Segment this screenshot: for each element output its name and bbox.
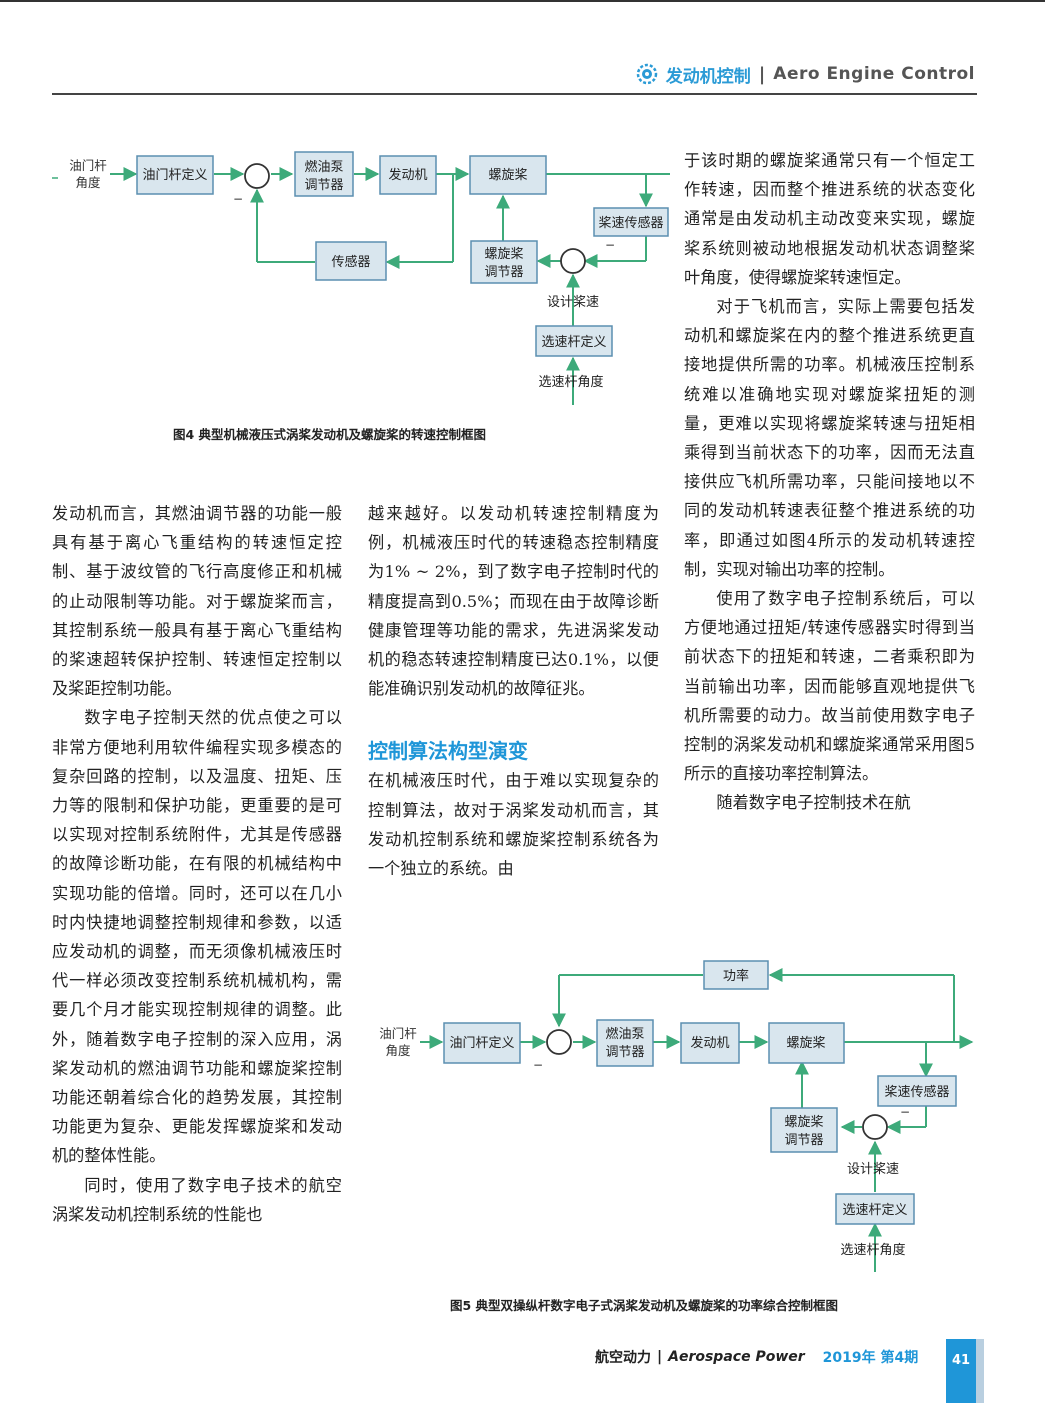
right-para-4: 随着数字电子控制技术在航: [716, 793, 911, 813]
f4-input-label-1: 油门杆: [69, 158, 107, 173]
middle-column-text: 越来越好。以发动机转速控制精度为例，机械液压时代的转速稳态控制精度为1% ~ 2…: [368, 499, 659, 883]
f4-prop-reg-label-1: 螺旋桨: [484, 246, 523, 262]
f4-speed-lever-angle-label: 选速杆角度: [538, 374, 603, 390]
figure5-caption: 图5 典型双操纵杆数字电子式涡桨发动机及螺旋桨的功率综合控制框图: [450, 1298, 839, 1313]
f5-prop-speed-sensor-box: [877, 1075, 957, 1107]
running-header: 发动机控制 | Aero Engine Control: [636, 62, 975, 87]
header-section-en: Aero Engine Control: [773, 64, 975, 84]
f4-sum-junction-1: [244, 163, 270, 189]
f5-minus-sign-1: −: [533, 1058, 543, 1072]
f4-throttle-def-box: [136, 155, 214, 195]
f4-minus-sign-1: −: [233, 192, 243, 206]
footer-separator: |: [657, 1349, 663, 1365]
page-number: 41: [946, 1339, 976, 1403]
right-para-2: 对于飞机而言，实际上需要包括发动机和螺旋桨在内的整个推进系统更直接地提供所需的功…: [684, 297, 975, 579]
middle-para-2: 在机械液压时代，由于难以实现复杂的控制算法，故对于涡桨发动机而言，其发动机控制系…: [368, 771, 659, 879]
footer-issue: 2019年 第4期: [822, 1350, 919, 1366]
section-title: 控制算法构型演变: [368, 739, 528, 764]
f5-power-box: [703, 960, 769, 990]
f4-prop-reg-label-2: 调节器: [484, 265, 523, 280]
f4-propeller-label: 螺旋桨: [488, 167, 527, 183]
left-para-2: 数字电子控制天然的优点使之可以非常方便地利用软件编程实现多模态的复杂回路的控制，…: [52, 708, 342, 1166]
figure5-diagram: 油门杆 角度 功率 油门杆定义 燃油泵 调节器 发动机 螺旋桨 桨速传感器 螺旋…: [379, 960, 974, 1272]
f4-prop-speed-sensor-box: [593, 207, 669, 237]
f5-sum-junction-1: [546, 1029, 572, 1055]
middle-para-1: 越来越好。以发动机转速控制精度为例，机械液压时代的转速稳态控制精度为1% ~ 2…: [368, 504, 659, 699]
f4-fuel-pump-box: [294, 151, 354, 197]
f5-speed-lever-def-label: 选速杆定义: [842, 1203, 907, 1218]
f5-throttle-def-label: 油门杆定义: [449, 1036, 514, 1051]
figure4-diagram: 油门杆 角度 油门杆定义 燃油泵 调节器 发动机 螺旋桨 桨速传感器 传感器 螺…: [52, 151, 670, 405]
gear-logo-icon: [636, 63, 658, 85]
f5-prop-speed-sensor-label: 桨速传感器: [884, 1084, 949, 1100]
f5-design-speed-label: 设计桨速: [847, 1161, 899, 1177]
f5-engine-box: [680, 1022, 740, 1064]
header-rule: [52, 93, 977, 95]
header-separator: |: [758, 63, 766, 85]
f5-fuel-pump-label-1: 燃油泵: [605, 1026, 644, 1042]
f4-engine-box: [379, 155, 437, 195]
footer-journal-en: Aerospace Power: [668, 1349, 805, 1365]
f5-input-label-1: 油门杆: [379, 1026, 417, 1041]
f4-speed-lever-def-label: 选速杆定义: [541, 335, 606, 350]
f5-speed-lever-def-box: [835, 1193, 915, 1225]
header-section-cn: 发动机控制: [665, 66, 751, 87]
f5-fuel-pump-label-2: 调节器: [605, 1045, 644, 1060]
f5-sum-junction-2: [862, 1114, 888, 1140]
right-para-1: 于该时期的螺旋桨通常只有一个恒定工作转速，因而整个推进系统的状态变化通常是由发动…: [684, 151, 975, 287]
left-para-1: 发动机而言，其燃油调节器的功能一般具有基于离心飞重结构的转速恒定控制、基于波纹管…: [52, 504, 342, 699]
f4-input-label-2: 角度: [75, 175, 101, 190]
right-para-3: 使用了数字电子控制系统后，可以方便地通过扭矩/转速传感器实时得到当前状态下的扭矩…: [684, 589, 975, 784]
f4-speed-lever-def-box: [535, 325, 613, 357]
f4-throttle-def-label: 油门杆定义: [142, 168, 207, 183]
f5-input-label-2: 角度: [385, 1043, 411, 1058]
f4-propeller-box: [469, 155, 547, 195]
f4-minus-sign-2: −: [605, 238, 615, 252]
footer-journal-cn: 航空动力: [595, 1350, 651, 1366]
f4-sum-junction-2: [560, 248, 586, 274]
f5-engine-label: 发动机: [690, 1035, 729, 1051]
f5-throttle-def-box: [443, 1022, 521, 1064]
left-para-3: 同时，使用了数字电子技术的航空涡桨发动机控制系统的性能也: [52, 1175, 342, 1224]
f5-speed-lever-angle-label: 选速杆角度: [840, 1242, 905, 1258]
f5-prop-reg-label-2: 调节器: [784, 1133, 823, 1148]
f4-fuel-pump-label-1: 燃油泵: [304, 159, 343, 175]
f5-propeller-box: [768, 1022, 845, 1064]
left-column-text: 发动机而言，其燃油调节器的功能一般具有基于离心飞重结构的转速恒定控制、基于波纹管…: [52, 499, 342, 1229]
f4-fuel-pump-label-2: 调节器: [304, 178, 343, 193]
f5-prop-reg-label-1: 螺旋桨: [784, 1114, 823, 1130]
f4-sensor-label: 传感器: [331, 254, 370, 270]
f5-minus-sign-2: −: [900, 1105, 910, 1119]
figure4-caption: 图4 典型机械液压式涡桨发动机及螺旋桨的转速控制框图: [173, 427, 487, 442]
page-tab-shadow: [976, 1339, 984, 1403]
f5-power-label: 功率: [723, 968, 749, 984]
f5-propeller-label: 螺旋桨: [786, 1035, 825, 1051]
page-footer: 航空动力 | Aerospace Power 2019年 第4期: [595, 1347, 918, 1367]
f4-sensor-box: [315, 241, 387, 281]
top-rule: [0, 0, 1045, 2]
right-column-text: 于该时期的螺旋桨通常只有一个恒定工作转速，因而整个推进系统的状态变化通常是由发动…: [684, 146, 975, 818]
f4-prop-regulator-box: [470, 240, 538, 284]
f4-prop-speed-sensor-label: 桨速传感器: [598, 215, 663, 231]
f4-design-speed-label: 设计桨速: [547, 294, 599, 310]
f5-prop-regulator-box: [770, 1107, 838, 1153]
f4-engine-label: 发动机: [388, 167, 427, 183]
f5-fuel-pump-box: [596, 1019, 654, 1067]
